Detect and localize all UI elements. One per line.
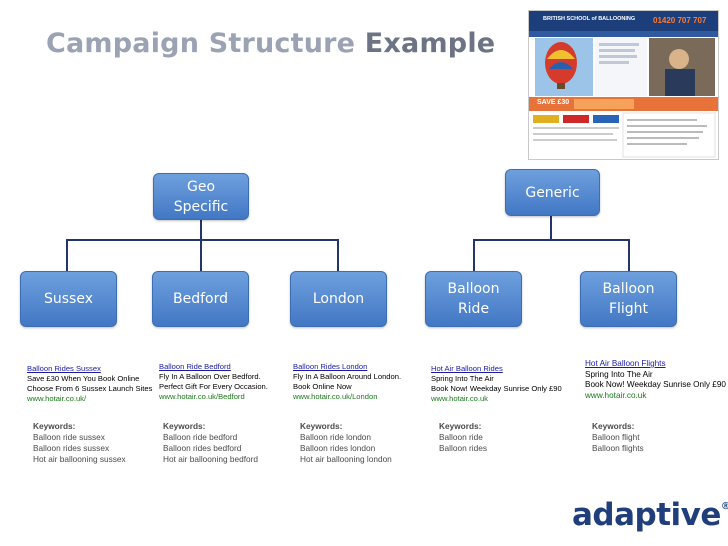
ad-line-1: Fly In A Balloon Around London. <box>293 372 401 382</box>
node-geo-specific-label: Geo Specific <box>174 177 229 217</box>
ad-url: www.hotair.co.uk/Bedford <box>159 392 268 402</box>
keyword-item: Balloon rides london <box>300 443 392 454</box>
node-sussex: Sussex <box>20 271 117 327</box>
screenshot-phone: 01420 707 707 <box>653 16 706 25</box>
keyword-item: Balloon ride sussex <box>33 432 126 443</box>
node-bedford-label: Bedford <box>173 289 228 309</box>
node-geo-specific: Geo Specific <box>153 173 249 220</box>
keywords-heading: Keywords: <box>300 421 392 432</box>
screenshot-promo: SAVE £30 <box>537 99 569 106</box>
node-balloon-ride: Balloon Ride <box>425 271 522 327</box>
keywords-bedford: Keywords: Balloon ride bedford Balloon r… <box>163 421 258 465</box>
keywords-heading: Keywords: <box>163 421 258 432</box>
ad-headline[interactable]: Balloon Rides London <box>293 362 401 372</box>
website-screenshot-image <box>529 11 718 159</box>
keywords-heading: Keywords: <box>592 421 644 432</box>
keywords-heading: Keywords: <box>439 421 487 432</box>
ad-london: Balloon Rides London Fly In A Balloon Ar… <box>293 362 401 402</box>
keyword-item: Balloon ride <box>439 432 487 443</box>
ad-url: www.hotair.co.uk/London <box>293 392 401 402</box>
ad-url: www.hotair.co.uk/ <box>27 394 152 404</box>
ad-headline[interactable]: Balloon Rides Sussex <box>27 364 152 374</box>
connector-geo-bar <box>66 239 339 241</box>
keyword-item: Balloon rides bedford <box>163 443 258 454</box>
node-balloon-flight: Balloon Flight <box>580 271 677 327</box>
ad-balloon-flight: Hot Air Balloon Flights Spring Into The … <box>585 359 726 401</box>
keywords-balloon-ride: Keywords: Balloon ride Balloon rides <box>439 421 487 454</box>
connector-to-bedford <box>200 239 202 271</box>
keyword-item: Hot air ballooning london <box>300 454 392 465</box>
slide-title: Campaign Structure Example <box>46 28 495 59</box>
node-generic-label: Generic <box>525 183 579 203</box>
ad-url: www.hotair.co.uk <box>585 391 726 402</box>
ad-line-2: Book Now! Weekday Sunrise Only £90 <box>585 380 726 391</box>
keywords-sussex: Keywords: Balloon ride sussex Balloon ri… <box>33 421 126 465</box>
keyword-item: Hot air ballooning bedford <box>163 454 258 465</box>
ad-line-1: Spring Into The Air <box>585 370 726 381</box>
keyword-item: Balloon flight <box>592 432 644 443</box>
node-london: London <box>290 271 387 327</box>
node-sussex-label: Sussex <box>44 289 93 309</box>
title-part-2: Example <box>365 28 496 59</box>
keyword-item: Balloon ride london <box>300 432 392 443</box>
ad-line-2: Book Online Now <box>293 382 401 392</box>
website-screenshot: BRITISH SCHOOL of BALLOONING 01420 707 7… <box>528 10 719 160</box>
ad-line-1: Fly In A Balloon Over Bedford. <box>159 372 268 382</box>
ad-headline[interactable]: Hot Air Balloon Flights <box>585 359 726 370</box>
ad-line-2: Choose From 6 Sussex Launch Sites <box>27 384 152 394</box>
ad-sussex: Balloon Rides Sussex Save £30 When You B… <box>27 364 152 404</box>
ad-line-1: Save £30 When You Book Online <box>27 374 152 384</box>
connector-generic-trunk <box>550 215 552 240</box>
keywords-heading: Keywords: <box>33 421 126 432</box>
title-part-1: Campaign Structure <box>46 28 355 59</box>
logo-text: adaptive <box>572 497 721 533</box>
ad-url: www.hotair.co.uk <box>431 394 562 404</box>
node-balloon-ride-label: Balloon Ride <box>448 279 500 319</box>
connector-to-sussex <box>66 239 68 271</box>
ad-headline[interactable]: Balloon Ride Bedford <box>159 362 268 372</box>
ad-headline[interactable]: Hot Air Balloon Rides <box>431 364 562 374</box>
connector-to-london <box>337 239 339 271</box>
connector-generic-bar <box>473 239 630 241</box>
keywords-london: Keywords: Balloon ride london Balloon ri… <box>300 421 392 465</box>
keyword-item: Balloon ride bedford <box>163 432 258 443</box>
connector-to-balloon-flight <box>628 239 630 271</box>
keywords-balloon-flight: Keywords: Balloon flight Balloon flights <box>592 421 644 454</box>
registered-mark: ® <box>721 501 728 512</box>
connector-to-balloon-ride <box>473 239 475 271</box>
adaptive-logo: adaptive® <box>572 497 728 533</box>
node-generic: Generic <box>505 169 600 216</box>
keyword-item: Balloon rides sussex <box>33 443 126 454</box>
node-london-label: London <box>313 289 364 309</box>
keyword-item: Balloon flights <box>592 443 644 454</box>
keyword-item: Hot air ballooning sussex <box>33 454 126 465</box>
ad-bedford: Balloon Ride Bedford Fly In A Balloon Ov… <box>159 362 268 402</box>
ad-line-2: Book Now! Weekday Sunrise Only £90 <box>431 384 562 394</box>
connector-geo-trunk <box>200 220 202 240</box>
ad-line-1: Spring Into The Air <box>431 374 562 384</box>
screenshot-school-name: BRITISH SCHOOL of BALLOONING <box>543 16 635 22</box>
node-balloon-flight-label: Balloon Flight <box>603 279 655 319</box>
ad-line-2: Perfect Gift For Every Occasion. <box>159 382 268 392</box>
keyword-item: Balloon rides <box>439 443 487 454</box>
ad-balloon-ride: Hot Air Balloon Rides Spring Into The Ai… <box>431 364 562 404</box>
node-bedford: Bedford <box>152 271 249 327</box>
